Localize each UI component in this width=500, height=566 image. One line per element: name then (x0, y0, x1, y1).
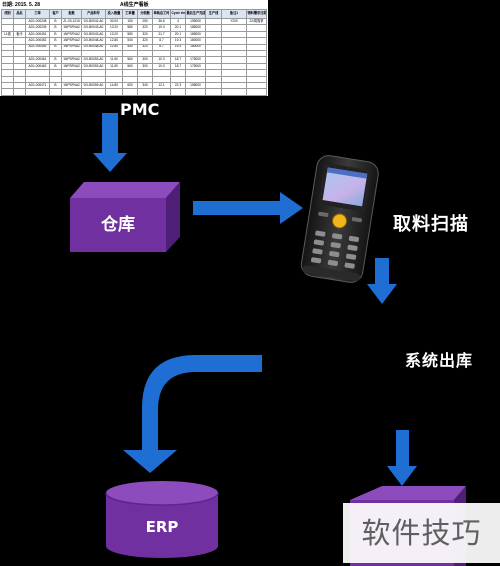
pmc-label: PMC (120, 100, 160, 119)
table-row: AD1-000480B1NPSFNA2DX-B0062-A012.4052031… (1, 94, 267, 96)
table-row (1, 88, 267, 96)
table-cell (246, 24, 267, 32)
sheet-date: 日期: 2015. 5. 28 (2, 2, 41, 8)
arrow-system-down (387, 430, 417, 486)
table-row (1, 69, 267, 77)
arrow-pmc-to-warehouse (93, 113, 127, 172)
erp-database (105, 481, 219, 558)
production-sheet-thumbnail: 日期: 2015. 5. 28 A线生产看板 线别品名工单客户批数产品料号投入数… (0, 0, 268, 96)
table-cell: 22/周需求 (246, 17, 267, 26)
handheld-scanner-image (300, 155, 379, 283)
arrow-warehouse-to-scanner (193, 192, 303, 224)
table-cell (246, 94, 267, 96)
watermark: 软件技巧 (343, 503, 500, 563)
table-cell (246, 81, 267, 90)
erp-label: ERP (145, 518, 179, 536)
arrow-system-to-erp (123, 355, 262, 473)
table-cell (246, 69, 267, 77)
table-cell (246, 62, 267, 71)
table-cell (246, 75, 267, 83)
table-cell (246, 88, 267, 96)
table-row (1, 75, 267, 83)
arrow-scan-down (367, 258, 397, 304)
sheet-name: A线生产看板 (120, 2, 149, 8)
warehouse-box (70, 182, 180, 252)
system-out-label: 系统出库 (405, 351, 474, 370)
scan-label: 取料扫描 (393, 214, 469, 235)
warehouse-label: 仓库 (101, 215, 135, 235)
sheet-title-bar: 日期: 2015. 5. 28 A线生产看板 (2, 1, 266, 9)
